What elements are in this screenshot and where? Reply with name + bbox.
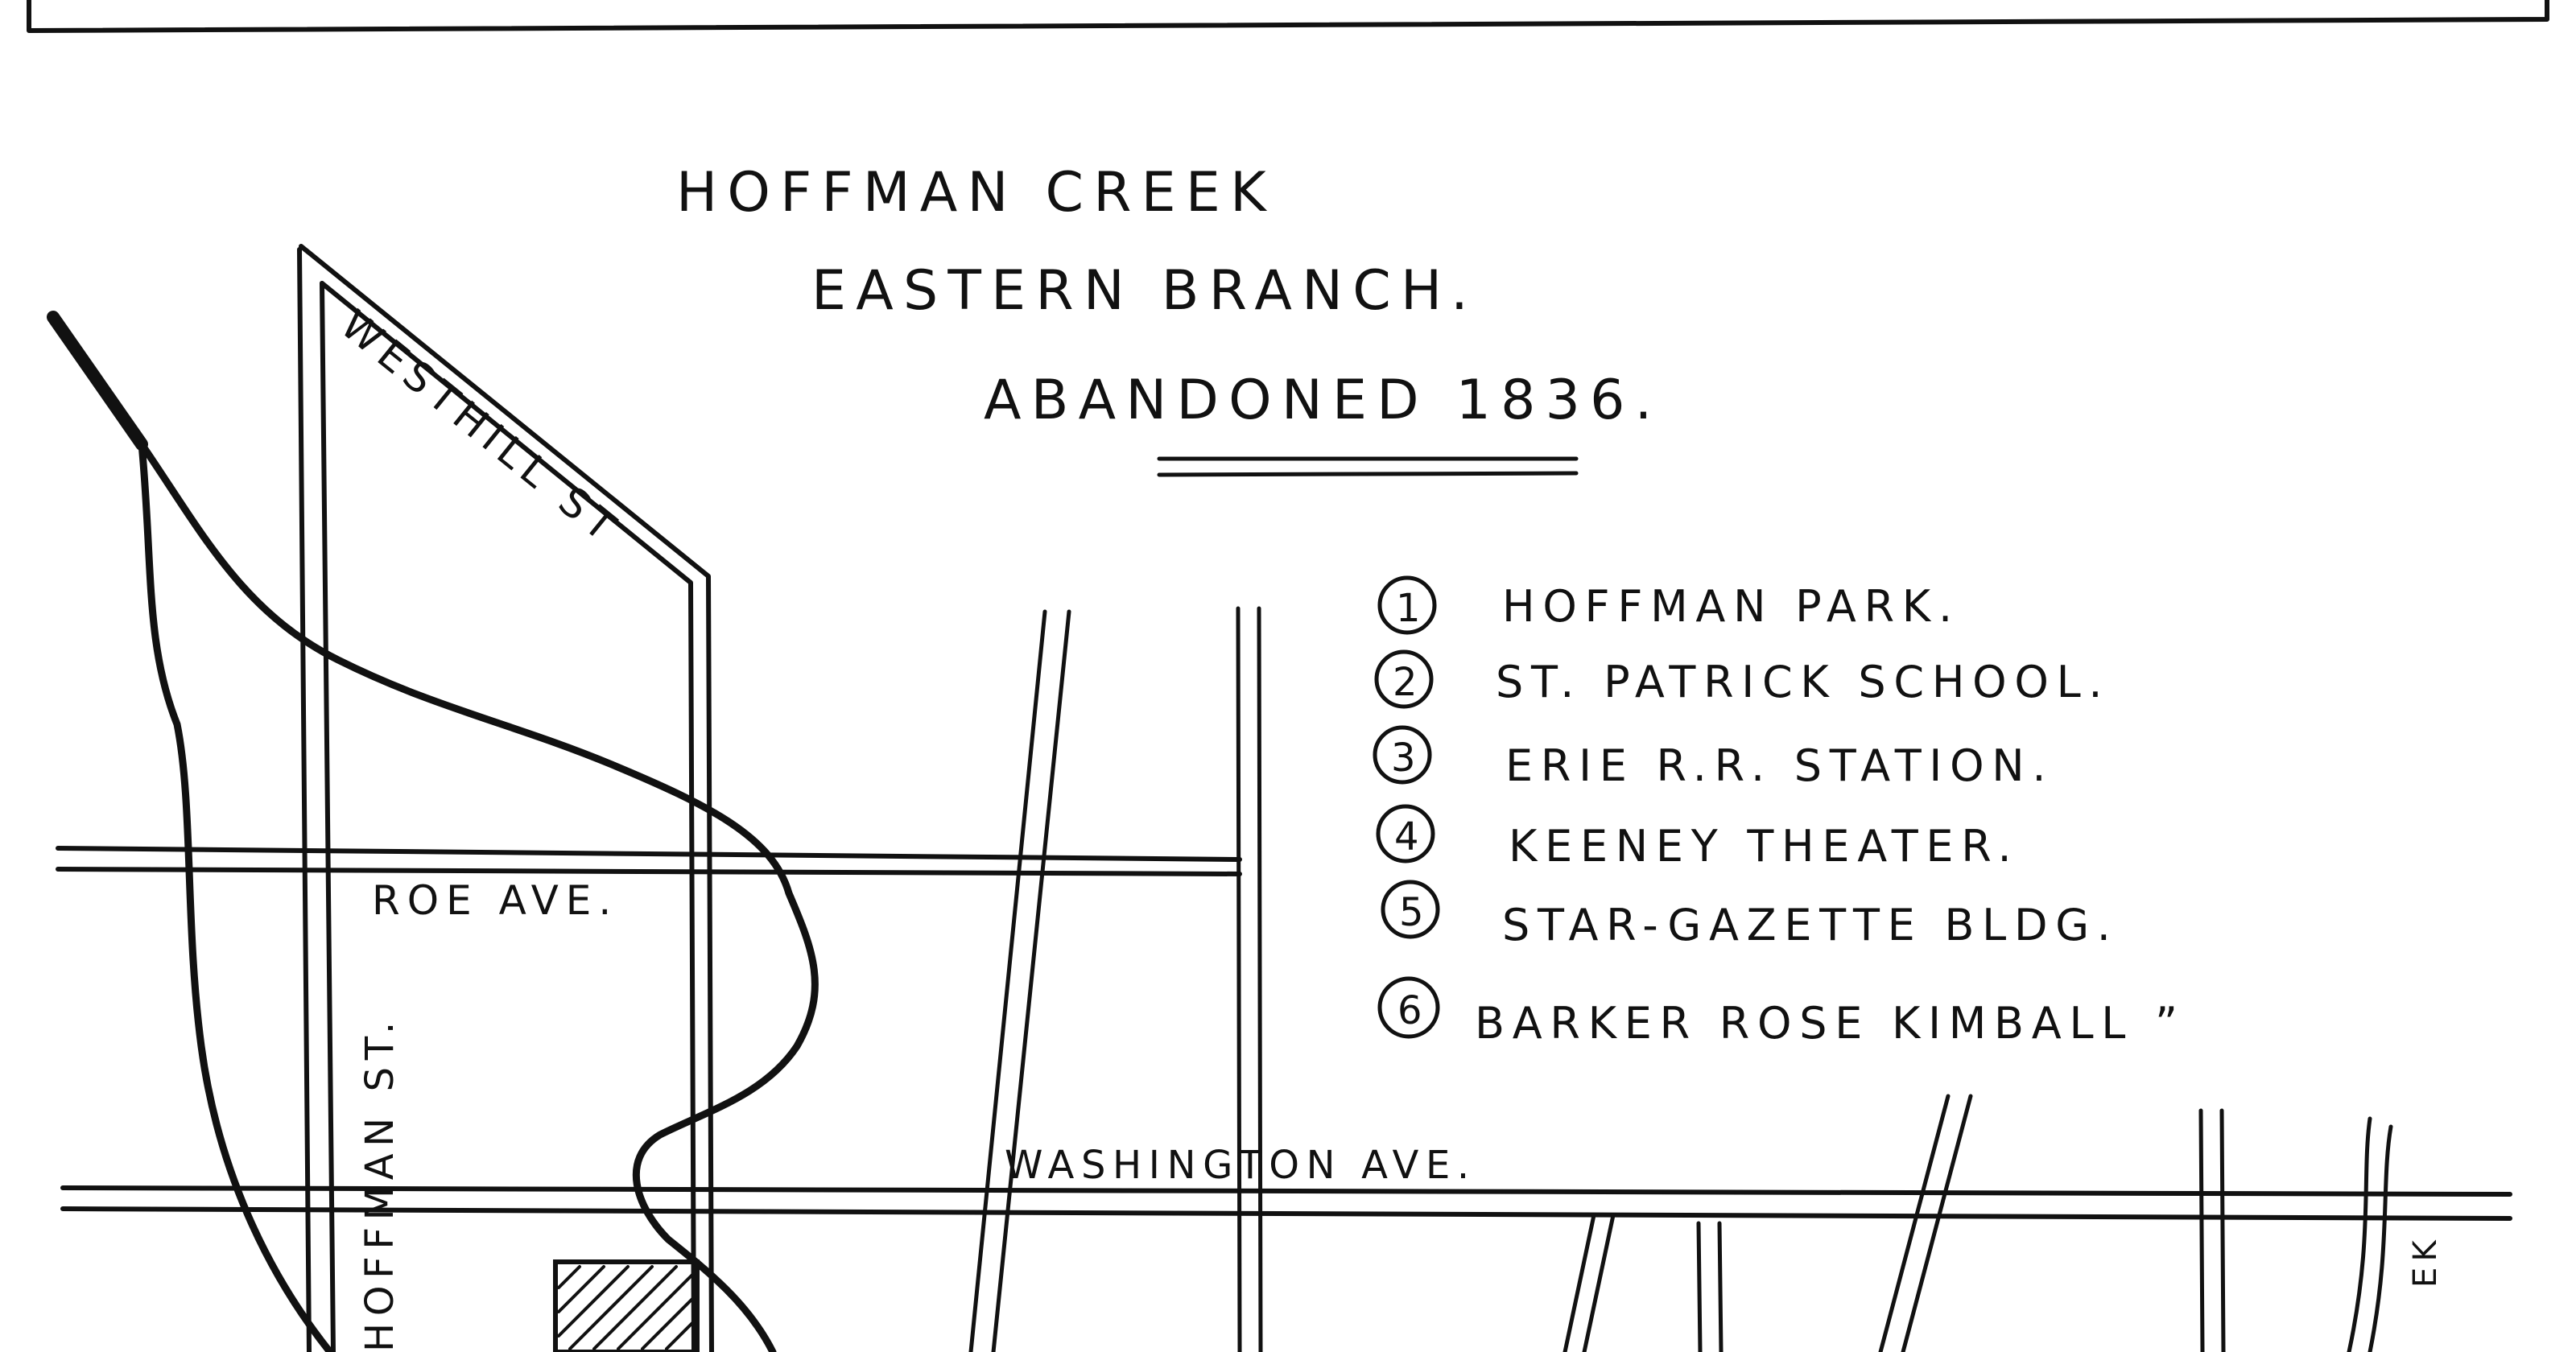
washington-avenue: WASHINGTON AVE. (60, 1143, 2512, 1221)
legend-number-3: 3 (1391, 736, 1422, 781)
washington-avenue-label: WASHINGTON AVE. (1005, 1143, 1476, 1188)
legend-number-4: 4 (1394, 814, 1426, 859)
legend-item-6: 6 BARKER ROSE KIMBALL ” (1377, 976, 2186, 1049)
legend-label-2: ST. PATRICK SCHOOL. (1496, 657, 2110, 707)
roe-avenue-label: ROE AVE. (372, 877, 618, 924)
title-line-3: ABANDONED 1836. (984, 369, 1662, 432)
legend-label-5: STAR-GAZETTE BLDG. (1502, 900, 2119, 950)
legend: 1 HOFFMAN PARK. 2 ST. PATRICK SCHOOL. 3 … (1373, 575, 2186, 1049)
map-title: HOFFMAN CREEK EASTERN BRANCH. ABANDONED … (676, 161, 1662, 477)
title-line-2: EASTERN BRANCH. (811, 259, 1478, 323)
legend-label-3: ERIE R.R. STATION. (1505, 740, 2054, 791)
legend-item-3: 3 ERIE R.R. STATION. (1373, 725, 2054, 791)
legend-label-4: KEENEY THEATER. (1509, 821, 2019, 872)
side-streets (968, 606, 2226, 1352)
title-underline-2 (1157, 471, 1579, 477)
creek-edge-label: EK (2407, 1235, 2444, 1288)
title-line-1: HOFFMAN CREEK (676, 161, 1276, 225)
legend-item-5: 5 STAR-GAZETTE BLDG. (1381, 880, 2119, 950)
top-frame-box (27, 0, 2549, 33)
legend-number-6: 6 (1397, 988, 1429, 1033)
legend-label-1: HOFFMAN PARK. (1502, 581, 1960, 632)
legend-number-2: 2 (1393, 660, 1424, 705)
hoffman-street-label: HOFFMAN ST. (357, 1015, 402, 1352)
hoffman-creek: EK (47, 311, 2444, 1352)
westhill-street-label: WESTHILL ST (332, 301, 630, 554)
hoffman-street: HOFFMAN ST. (297, 247, 402, 1352)
legend-item-4: 4 KEENEY THEATER. (1376, 804, 2019, 872)
roe-avenue: ROE AVE. (56, 846, 1242, 924)
legend-number-1: 1 (1396, 586, 1427, 631)
legend-number-5: 5 (1399, 890, 1430, 935)
legend-item-1: 1 HOFFMAN PARK. (1377, 575, 1960, 635)
legend-label-6: BARKER ROSE KIMBALL ” (1475, 998, 2186, 1049)
legend-item-2: 2 ST. PATRICK SCHOOL. (1374, 649, 2110, 709)
hatched-building (553, 1259, 700, 1352)
